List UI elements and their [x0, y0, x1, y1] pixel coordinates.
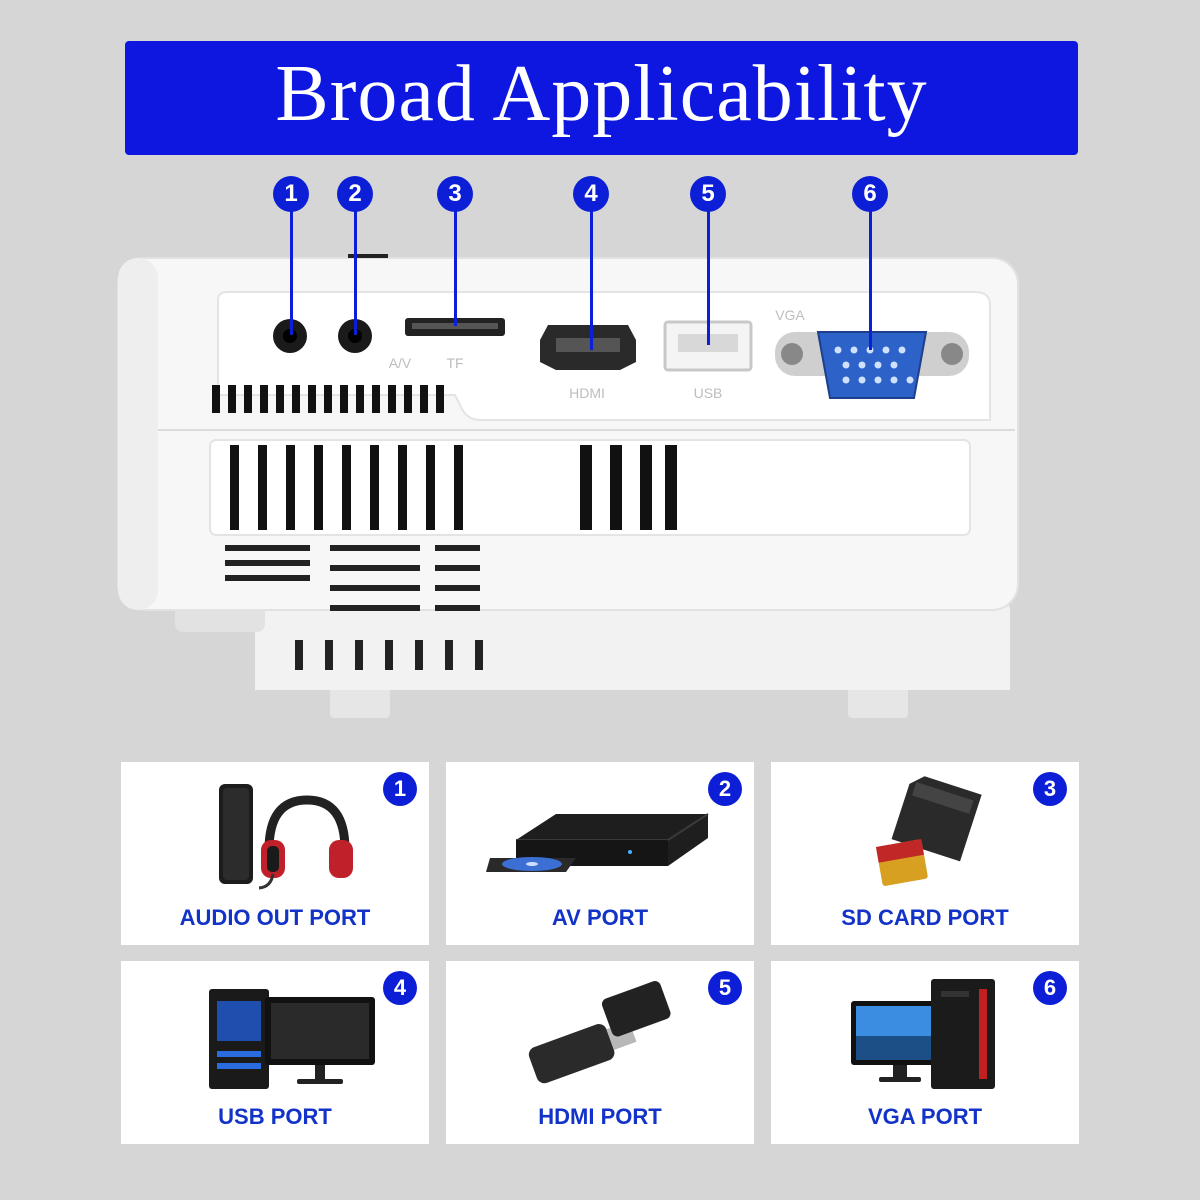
leader-line-3 [454, 210, 457, 326]
vent-slots-lower [230, 445, 677, 530]
projector-rear-illustration: A/V TF HDMI USB VGA [117, 254, 1019, 718]
card-label-usb: USB PORT [218, 1104, 332, 1129]
callout-badge-6: 6 [852, 176, 888, 212]
card-badge-1: 1 [383, 772, 417, 806]
tf-label: TF [446, 355, 463, 371]
card-label-audio-out: AUDIO OUT PORT [179, 905, 371, 930]
av-label: A/V [389, 355, 412, 371]
callout-badge-4: 4 [573, 176, 609, 212]
leader-line-6 [869, 210, 872, 350]
callout-badge-2: 2 [337, 176, 373, 212]
sd-card-icon [875, 776, 982, 886]
leader-line-4 [590, 210, 593, 350]
vent-grille [225, 545, 480, 611]
vga-port [816, 331, 928, 399]
usb-label: USB [694, 385, 723, 401]
leader-line-2 [354, 210, 357, 335]
desktop-computer-icon [209, 989, 375, 1089]
card-badge-4: 4 [383, 971, 417, 1005]
card-hdmi: 5 HDMI PORT [446, 961, 754, 1144]
card-label-hdmi: HDMI PORT [538, 1104, 662, 1129]
card-usb: 4 USB PORT [121, 961, 429, 1144]
vent-slots-upper [212, 385, 444, 413]
hdmi-label: HDMI [569, 385, 605, 401]
card-audio-out: 1 AUDIO OUT PORT [121, 762, 429, 945]
usb-drive-icon [528, 981, 671, 1084]
card-badge-2: 2 [708, 772, 742, 806]
card-badge-6: 6 [1033, 971, 1067, 1005]
base-slots [295, 640, 483, 670]
title-banner: Broad Applicability [125, 41, 1078, 155]
dvd-player-icon [486, 813, 709, 872]
card-badge-3: 3 [1033, 772, 1067, 806]
card-label-vga: VGA PORT [867, 1104, 983, 1129]
card-badge-5: 5 [708, 971, 742, 1005]
pc-monitor-icon [851, 979, 995, 1089]
vga-label: VGA [775, 307, 805, 323]
callout-badge-1: 1 [273, 176, 309, 212]
headphones-speaker-icon [219, 784, 353, 890]
leader-line-5 [707, 210, 710, 345]
page-title: Broad Applicability [275, 49, 928, 138]
card-label-sd-card: SD CARD PORT [841, 905, 1009, 930]
callout-badge-3: 3 [437, 176, 473, 212]
card-av: 2 AV PORT [446, 762, 754, 945]
card-sd-card: 3 SD CARD PORT [771, 762, 1079, 945]
card-vga: 6 VGA PORT [771, 961, 1079, 1144]
card-label-av: AV PORT [551, 905, 649, 930]
callout-badge-5: 5 [690, 176, 726, 212]
projector-base [255, 600, 1010, 690]
leader-line-1 [290, 210, 293, 335]
